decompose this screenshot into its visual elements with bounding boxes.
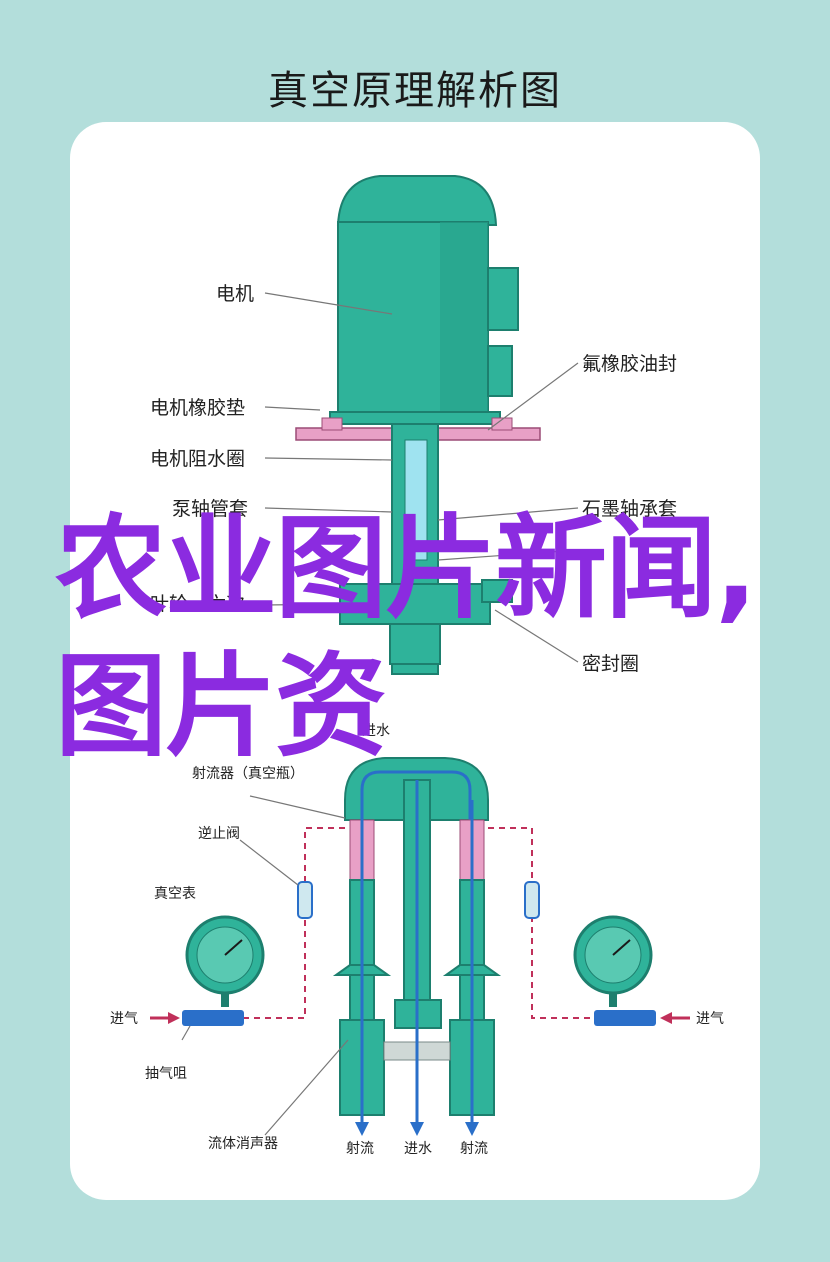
- label-motor: 电机: [216, 283, 254, 305]
- junction-box: [487, 267, 519, 331]
- right-vacuum-gauge: [573, 915, 656, 1026]
- label-air-in-left: 进气: [110, 1011, 138, 1027]
- label-check-valve: 逆止阀: [198, 826, 240, 842]
- label-jet-right: 射流: [460, 1141, 488, 1157]
- label-impeller: 叶轮（六次: [150, 593, 245, 615]
- label-vacuum-gauge: 真空表: [154, 886, 196, 902]
- page-title: 真空原理解析图: [268, 68, 562, 114]
- left-air-line: [225, 827, 345, 1019]
- label-pump-shaft-sleeve: 泵轴管套: [172, 498, 248, 520]
- junction-box-lower: [487, 345, 513, 397]
- label-fluororubber-seal: 氟橡胶油封: [582, 353, 677, 375]
- label-motor-water-ring: 电机阻水圈: [150, 448, 245, 470]
- label-jet-left: 射流: [346, 1141, 374, 1157]
- pump-housing: [339, 583, 491, 625]
- shaft-inner: [404, 439, 428, 561]
- motor-body-shadow: [440, 222, 488, 412]
- label-feed-water: 进水: [362, 723, 390, 739]
- label-seal-ring: 密封圈: [582, 653, 639, 675]
- label-fluid-muffler: 流体消声器: [208, 1136, 278, 1152]
- right-check-valve: [524, 881, 540, 919]
- label-motor-rubber-pad: 电机橡胶垫: [150, 397, 245, 419]
- label-graphite-shaft-sleeve: 石墨轴承套: [582, 498, 677, 520]
- label-water-in: 进水: [404, 1141, 432, 1157]
- label-air-in-right: 进气: [696, 1011, 724, 1027]
- label-jet-nozzle: 射流器（真空瓶）: [192, 766, 304, 782]
- right-air-line: [488, 827, 610, 1019]
- motor-flange: [329, 411, 501, 425]
- label-suction-nozzle: 抽气咀: [145, 1066, 187, 1082]
- motor-cap: [336, 175, 498, 226]
- left-check-valve: [297, 881, 313, 919]
- left-vacuum-gauge: [182, 915, 265, 1026]
